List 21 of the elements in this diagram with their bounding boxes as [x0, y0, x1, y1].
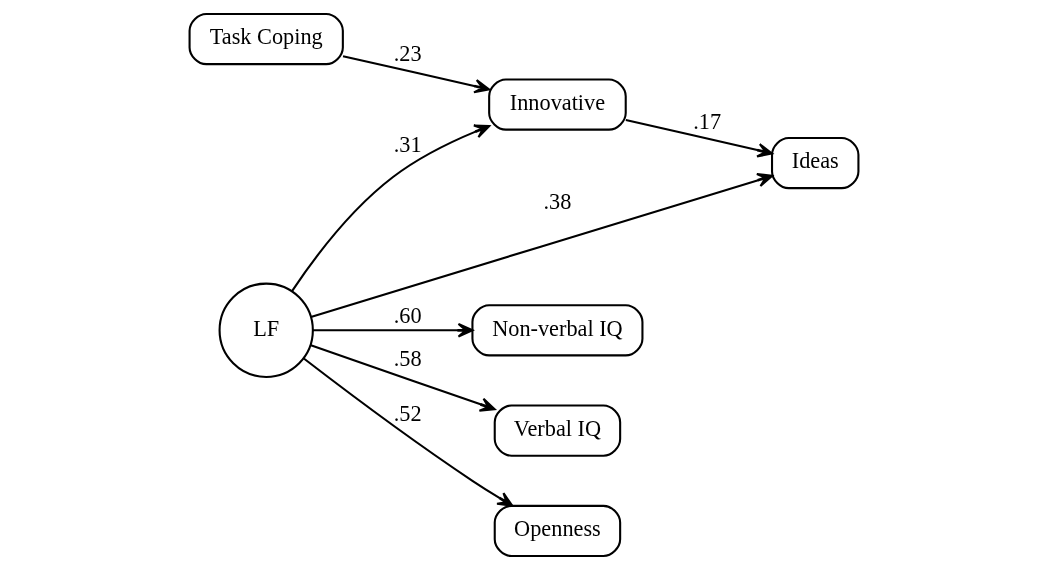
- edge-label: .31: [393, 131, 422, 157]
- edge-label: .60: [393, 303, 422, 329]
- node-box: Task Coping: [188, 12, 344, 66]
- node-circle: LF: [218, 282, 314, 378]
- arrow: [309, 344, 496, 412]
- arrow: [312, 322, 473, 338]
- node-box: Ideas: [770, 136, 859, 190]
- arrow: [290, 124, 490, 292]
- node-box: Innovative: [487, 78, 627, 131]
- edge-label: .52: [393, 400, 422, 426]
- arrow: [625, 118, 773, 158]
- edge-label: .38: [543, 188, 571, 214]
- arrow: [342, 55, 490, 94]
- arrow: [310, 172, 773, 318]
- node-box: Verbal IQ: [493, 404, 621, 457]
- edge-label: .17: [692, 109, 721, 135]
- edge-label: .58: [393, 346, 422, 372]
- node-box: Openness: [493, 504, 621, 558]
- arrow: [302, 357, 513, 507]
- edge-label: .23: [393, 41, 422, 67]
- node-box: Non-verbal IQ: [470, 304, 643, 357]
